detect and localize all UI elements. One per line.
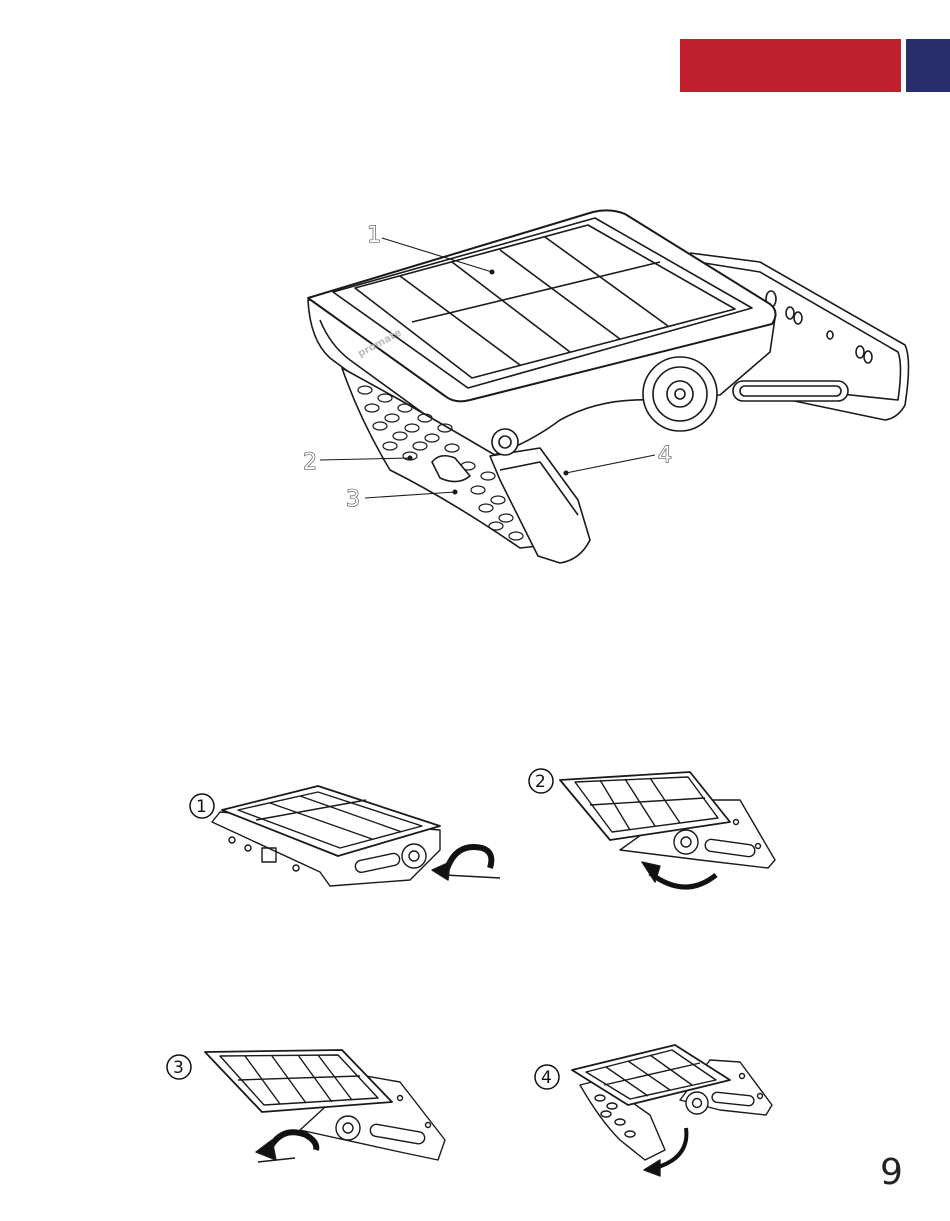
step-4-figure [572, 1045, 772, 1176]
step-2-figure [560, 772, 775, 887]
step-1-figure [212, 786, 500, 886]
callout-3: 3 [346, 487, 360, 512]
pivot-knob [643, 357, 717, 431]
step-3-number: 3 [173, 1058, 184, 1078]
page-number: 9 [880, 1152, 903, 1193]
step-1-number: 1 [196, 797, 207, 817]
step-3-figure [205, 1050, 445, 1162]
callout-2: 2 [303, 450, 317, 475]
step-2-number: 2 [535, 772, 546, 792]
main-product-diagram: promate [308, 210, 909, 563]
step-4-number: 4 [541, 1068, 552, 1088]
callout-1: 1 [367, 223, 381, 248]
callout-4: 4 [658, 443, 672, 468]
